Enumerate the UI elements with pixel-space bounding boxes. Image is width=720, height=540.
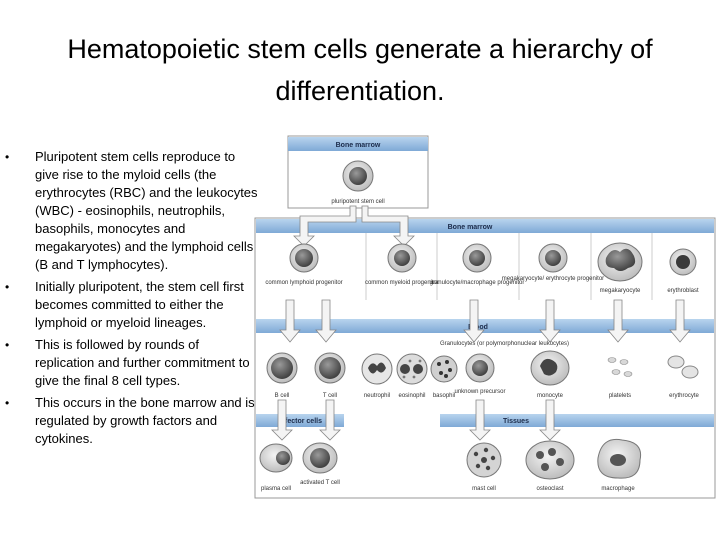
- gm-progenitor: [462, 243, 492, 273]
- branch-arrows: [293, 205, 415, 247]
- common-lymphoid-progenitor: [289, 243, 319, 273]
- granulocytes-label: Granulocytes (or polymorphonuclear leuko…: [440, 341, 569, 347]
- down-arrows: [279, 299, 691, 343]
- blood-bar: [256, 319, 714, 333]
- title-line-1: Hematopoietic stem cells generate a hier…: [67, 34, 653, 64]
- t-cell-label: T cell: [323, 393, 337, 399]
- neutrophil-cell: [361, 353, 393, 385]
- monocyte-label: monocyte: [537, 393, 564, 399]
- mk-prog-label: megakaryocyte/ erythrocyte progenitor: [502, 276, 604, 282]
- bullet-item: •This is followed by rounds of replicati…: [5, 337, 250, 388]
- erythroblast-cell: [669, 248, 697, 276]
- lower-arrows: [271, 399, 561, 441]
- effector-bar-label: Effector cells: [278, 418, 322, 425]
- plasma-cell: [259, 443, 293, 473]
- bone-marrow-bar-top-label: Bone marrow: [336, 142, 381, 149]
- bullet-dot-icon: •: [5, 150, 10, 164]
- bullet-item: •Initially pluripotent, the stem cell fi…: [5, 279, 244, 330]
- basophil-cell: [430, 355, 458, 383]
- basophil-label: basophil: [433, 393, 455, 399]
- pluripotent-label: pluripotent stem cell: [331, 199, 384, 205]
- megakaryocyte-label: megakaryocyte: [600, 288, 641, 294]
- eosinophil-label: eosinophil: [398, 393, 425, 399]
- bone-marrow-bar-top: [288, 137, 428, 151]
- tissues-bar: [440, 414, 714, 427]
- unknown-precursor-label: unknown precursor: [454, 389, 505, 395]
- b-cell: [266, 352, 298, 384]
- erythrocyte-cells: [667, 355, 699, 379]
- gm-prog-label: granulocyte/macrophage progenitor: [430, 280, 525, 286]
- bone-marrow-bar-mid-label: Bone marrow: [448, 224, 493, 231]
- slide-title: Hematopoietic stem cells generate a hier…: [30, 28, 690, 112]
- plasma-cell-label: plasma cell: [261, 486, 291, 492]
- t-cell: [314, 352, 346, 384]
- erythrocyte-label: erythrocyte: [669, 393, 699, 399]
- platelets-label: platelets: [609, 393, 631, 399]
- activated-t-cell: [302, 442, 338, 474]
- tissues-bar-label: Tissues: [503, 418, 529, 425]
- macrophage-cell: [597, 438, 642, 479]
- bone-marrow-bar-mid: [256, 219, 714, 233]
- bullet-item: •Pluripotent stem cells reproduce to giv…: [5, 149, 258, 272]
- title-line-2: differentiation.: [275, 76, 445, 106]
- b-cell-label: B cell: [275, 393, 290, 399]
- bullet-dot-icon: •: [5, 338, 10, 352]
- osteoclast-label: osteoclast: [536, 486, 563, 492]
- bullet-item: •This occurs in the bone marrow and is r…: [5, 395, 255, 446]
- eosinophil-cell: [396, 353, 428, 385]
- lymphoid-prog-label: common lymphoid progenitor: [265, 280, 342, 286]
- unknown-precursor-cell: [465, 353, 495, 383]
- activated-t-label: activated T cell: [300, 480, 340, 486]
- neutrophil-label: neutrophil: [364, 393, 390, 399]
- mast-cell-label: mast cell: [472, 486, 496, 492]
- platelets-cells: [607, 357, 633, 377]
- bullet-list: •Pluripotent stem cells reproduce to giv…: [5, 148, 260, 452]
- megakaryocyte-cell: [597, 242, 643, 282]
- macrophage-label: macrophage: [601, 486, 635, 492]
- common-myeloid-progenitor: [387, 243, 417, 273]
- pluripotent-stem-cell: [342, 160, 374, 192]
- monocyte-cell: [530, 350, 570, 386]
- erythroblast-label: erythroblast: [667, 288, 699, 294]
- mk-erythrocyte-progenitor: [538, 243, 568, 273]
- bullet-dot-icon: •: [5, 280, 10, 294]
- bullet-dot-icon: •: [5, 396, 10, 410]
- myeloid-prog-label: common myeloid progenitor: [365, 280, 439, 286]
- osteoclast-cell: [525, 440, 575, 480]
- mast-cell: [466, 442, 502, 478]
